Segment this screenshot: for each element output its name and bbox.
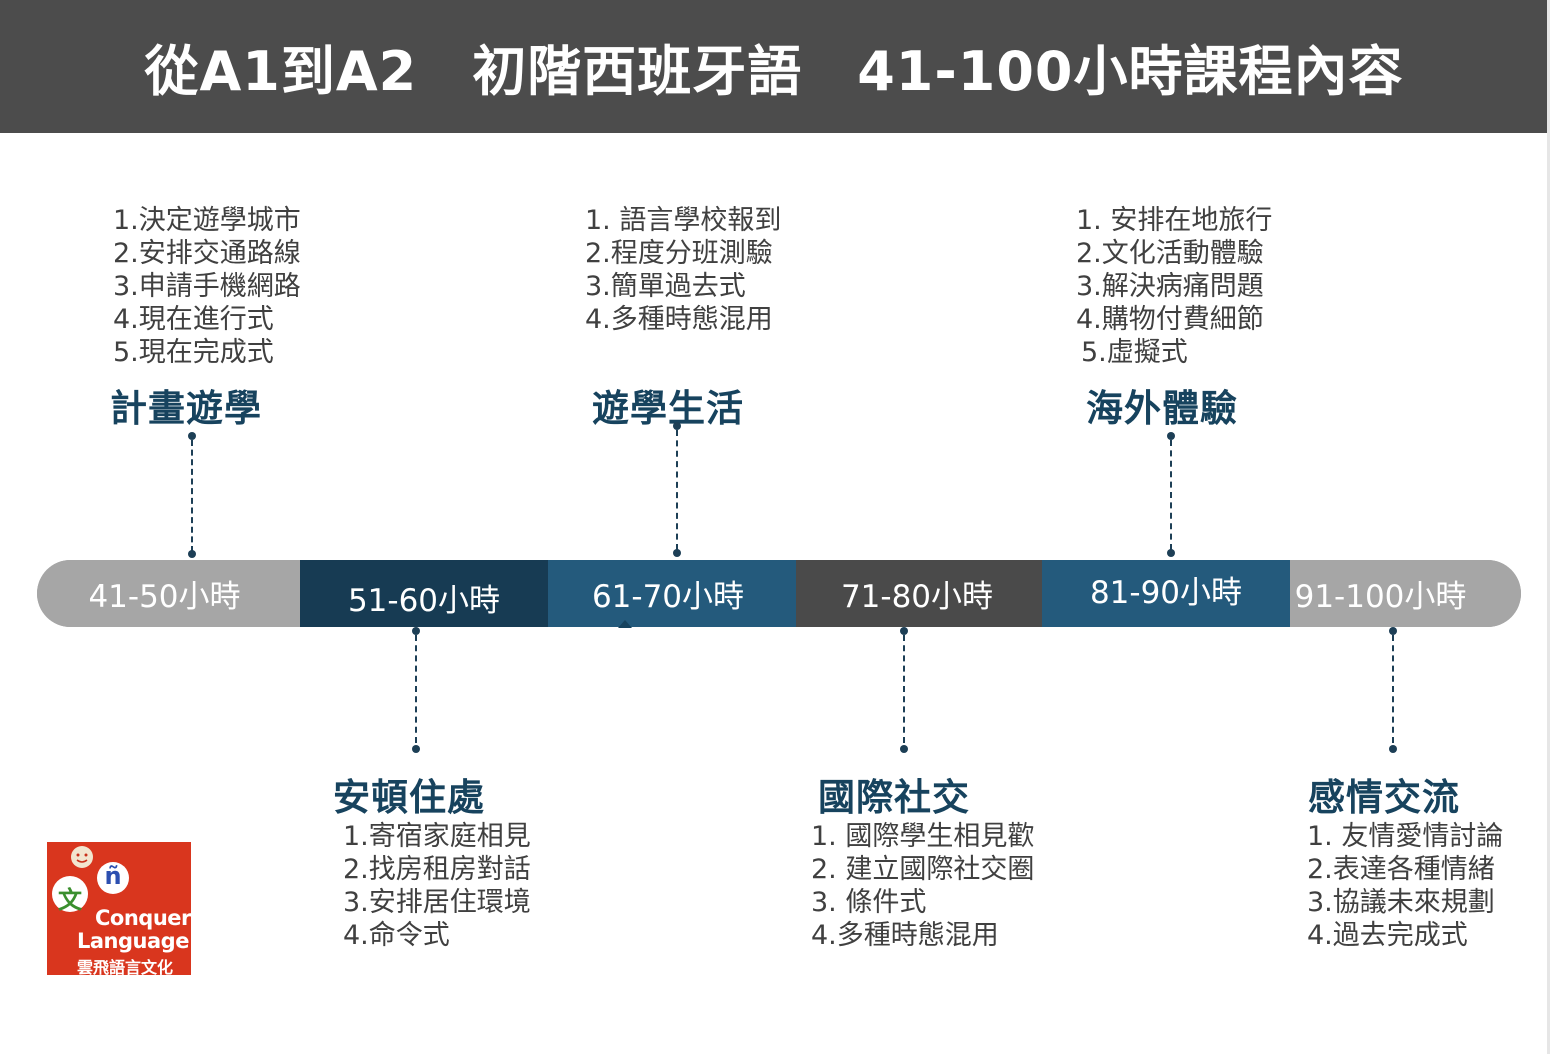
topic-title-plan-study: 計畫遊學 (110, 387, 262, 430)
connector-dot (412, 745, 420, 753)
segment-label: 81-90小時 (1089, 575, 1243, 611)
connector-line (1392, 635, 1394, 743)
topic-title-international-social: 國際社交 (818, 776, 970, 819)
list-item: 4.過去完成式 (1307, 920, 1468, 951)
topic-title-study-life: 遊學生活 (592, 387, 744, 430)
logo-text-company: 雲飛語言文化 (77, 958, 174, 975)
page-title: 從A1到A2 初階西班牙語 41-100小時課程內容 (144, 40, 1404, 103)
timeline-segment-71-80: 71-80小時 (796, 560, 1042, 627)
timeline-segment-41-50: 41-50小時 (37, 560, 300, 627)
list-item: 1. 友情愛情討論 (1307, 821, 1504, 852)
connector-line (676, 430, 678, 550)
list-item: 3.申請手機網路 (113, 271, 301, 302)
list-item: 3. 條件式 (811, 887, 927, 918)
connector-line (415, 635, 417, 743)
timeline-bar: 41-50小時 51-60小時 61-70小時 71-80小時 81-90小時 … (37, 560, 1521, 627)
topic-title-emotional-exchange: 感情交流 (1308, 776, 1460, 819)
logo-text-language: Language (77, 929, 189, 953)
list-item: 1. 語言學校報到 (585, 205, 782, 236)
list-item: 5.虛擬式 (1081, 337, 1188, 368)
list-item: 3.解決病痛問題 (1076, 271, 1264, 302)
list-item: 2.安排交通路線 (113, 238, 301, 269)
list-item: 4.購物付費細節 (1076, 304, 1264, 335)
logo-glyph-n: ñ (104, 862, 122, 890)
connector-dot (188, 432, 196, 440)
timeline-segment-91-100: 91-100小時 (1290, 560, 1521, 627)
logo-glyph-wen: 文 (58, 886, 82, 914)
segment-label: 61-70小時 (591, 579, 745, 615)
connector-line (1170, 440, 1172, 550)
topic-list-overseas-experience: 1. 安排在地旅行 2.文化活動體驗 3.解決病痛問題 4.購物付費細節 5.虛… (1076, 204, 1272, 369)
topic-list-emotional-exchange: 1. 友情愛情討論 2.表達各種情緒 3.協議未來規劃 4.過去完成式 (1307, 820, 1503, 952)
logo-mark-icon (52, 846, 129, 912)
topic-title-settle-housing: 安頓住處 (333, 776, 485, 819)
list-item: 5.現在完成式 (113, 337, 274, 368)
list-item: 2. 建立國際社交圈 (811, 854, 1035, 885)
timeline-pointer (618, 620, 632, 628)
list-item: 1.決定遊學城市 (113, 205, 301, 236)
list-item: 4.多種時態混用 (585, 304, 773, 335)
list-item: 1. 國際學生相見歡 (811, 821, 1035, 852)
list-item: 4.現在進行式 (113, 304, 274, 335)
topic-list-settle-housing: 1.寄宿家庭相見 2.找房租房對話 3.安排居住環境 4.命令式 (343, 820, 531, 952)
list-item: 3.簡單過去式 (585, 271, 746, 302)
connector-dot (673, 549, 681, 557)
connector-dot (1167, 549, 1175, 557)
timeline-segment-51-60: 51-60小時 (300, 560, 548, 627)
segment-label: 91-100小時 (1294, 579, 1467, 615)
conquer-language-logo: 文 ñ Conquer Language 雲飛語言文化 (47, 842, 191, 975)
segment-label: 51-60小時 (347, 583, 501, 619)
title-banner: 從A1到A2 初階西班牙語 41-100小時課程內容 (0, 0, 1548, 133)
connector-line (903, 635, 905, 743)
list-item: 4.命令式 (343, 920, 450, 951)
connector-dot (673, 422, 681, 430)
connector-dot (1389, 745, 1397, 753)
list-item: 1.寄宿家庭相見 (343, 821, 531, 852)
connector-dot (1389, 627, 1397, 635)
segment-label: 71-80小時 (840, 579, 994, 615)
list-item: 2.程度分班測驗 (585, 238, 773, 269)
topic-list-study-life: 1. 語言學校報到 2.程度分班測驗 3.簡單過去式 4.多種時態混用 (585, 204, 781, 336)
connector-dot (412, 627, 420, 635)
topic-list-international-social: 1. 國際學生相見歡 2. 建立國際社交圈 3. 條件式 4.多種時態混用 (811, 820, 1034, 952)
list-item: 3.協議未來規劃 (1307, 887, 1495, 918)
timeline-segment-61-70: 61-70小時 (548, 560, 796, 627)
list-item: 4.多種時態混用 (811, 920, 999, 951)
connector-dot (900, 627, 908, 635)
list-item: 2.表達各種情緒 (1307, 854, 1495, 885)
connector-dot (188, 550, 196, 558)
logo-text-conquer: Conquer (95, 906, 191, 930)
list-item: 3.安排居住環境 (343, 887, 531, 918)
list-item: 1. 安排在地旅行 (1076, 205, 1273, 236)
frame-edge (1547, 0, 1550, 1054)
connector-dot (900, 745, 908, 753)
topic-list-plan-study: 1.決定遊學城市 2.安排交通路線 3.申請手機網路 4.現在進行式 5.現在完… (113, 204, 301, 369)
list-item: 2.文化活動體驗 (1076, 238, 1264, 269)
segment-label: 41-50小時 (88, 579, 241, 615)
topic-title-overseas-experience: 海外體驗 (1086, 387, 1238, 430)
connector-dot (1167, 432, 1175, 440)
timeline-segment-81-90: 81-90小時 (1042, 560, 1290, 627)
list-item: 2.找房租房對話 (343, 854, 531, 885)
connector-line (191, 440, 193, 552)
